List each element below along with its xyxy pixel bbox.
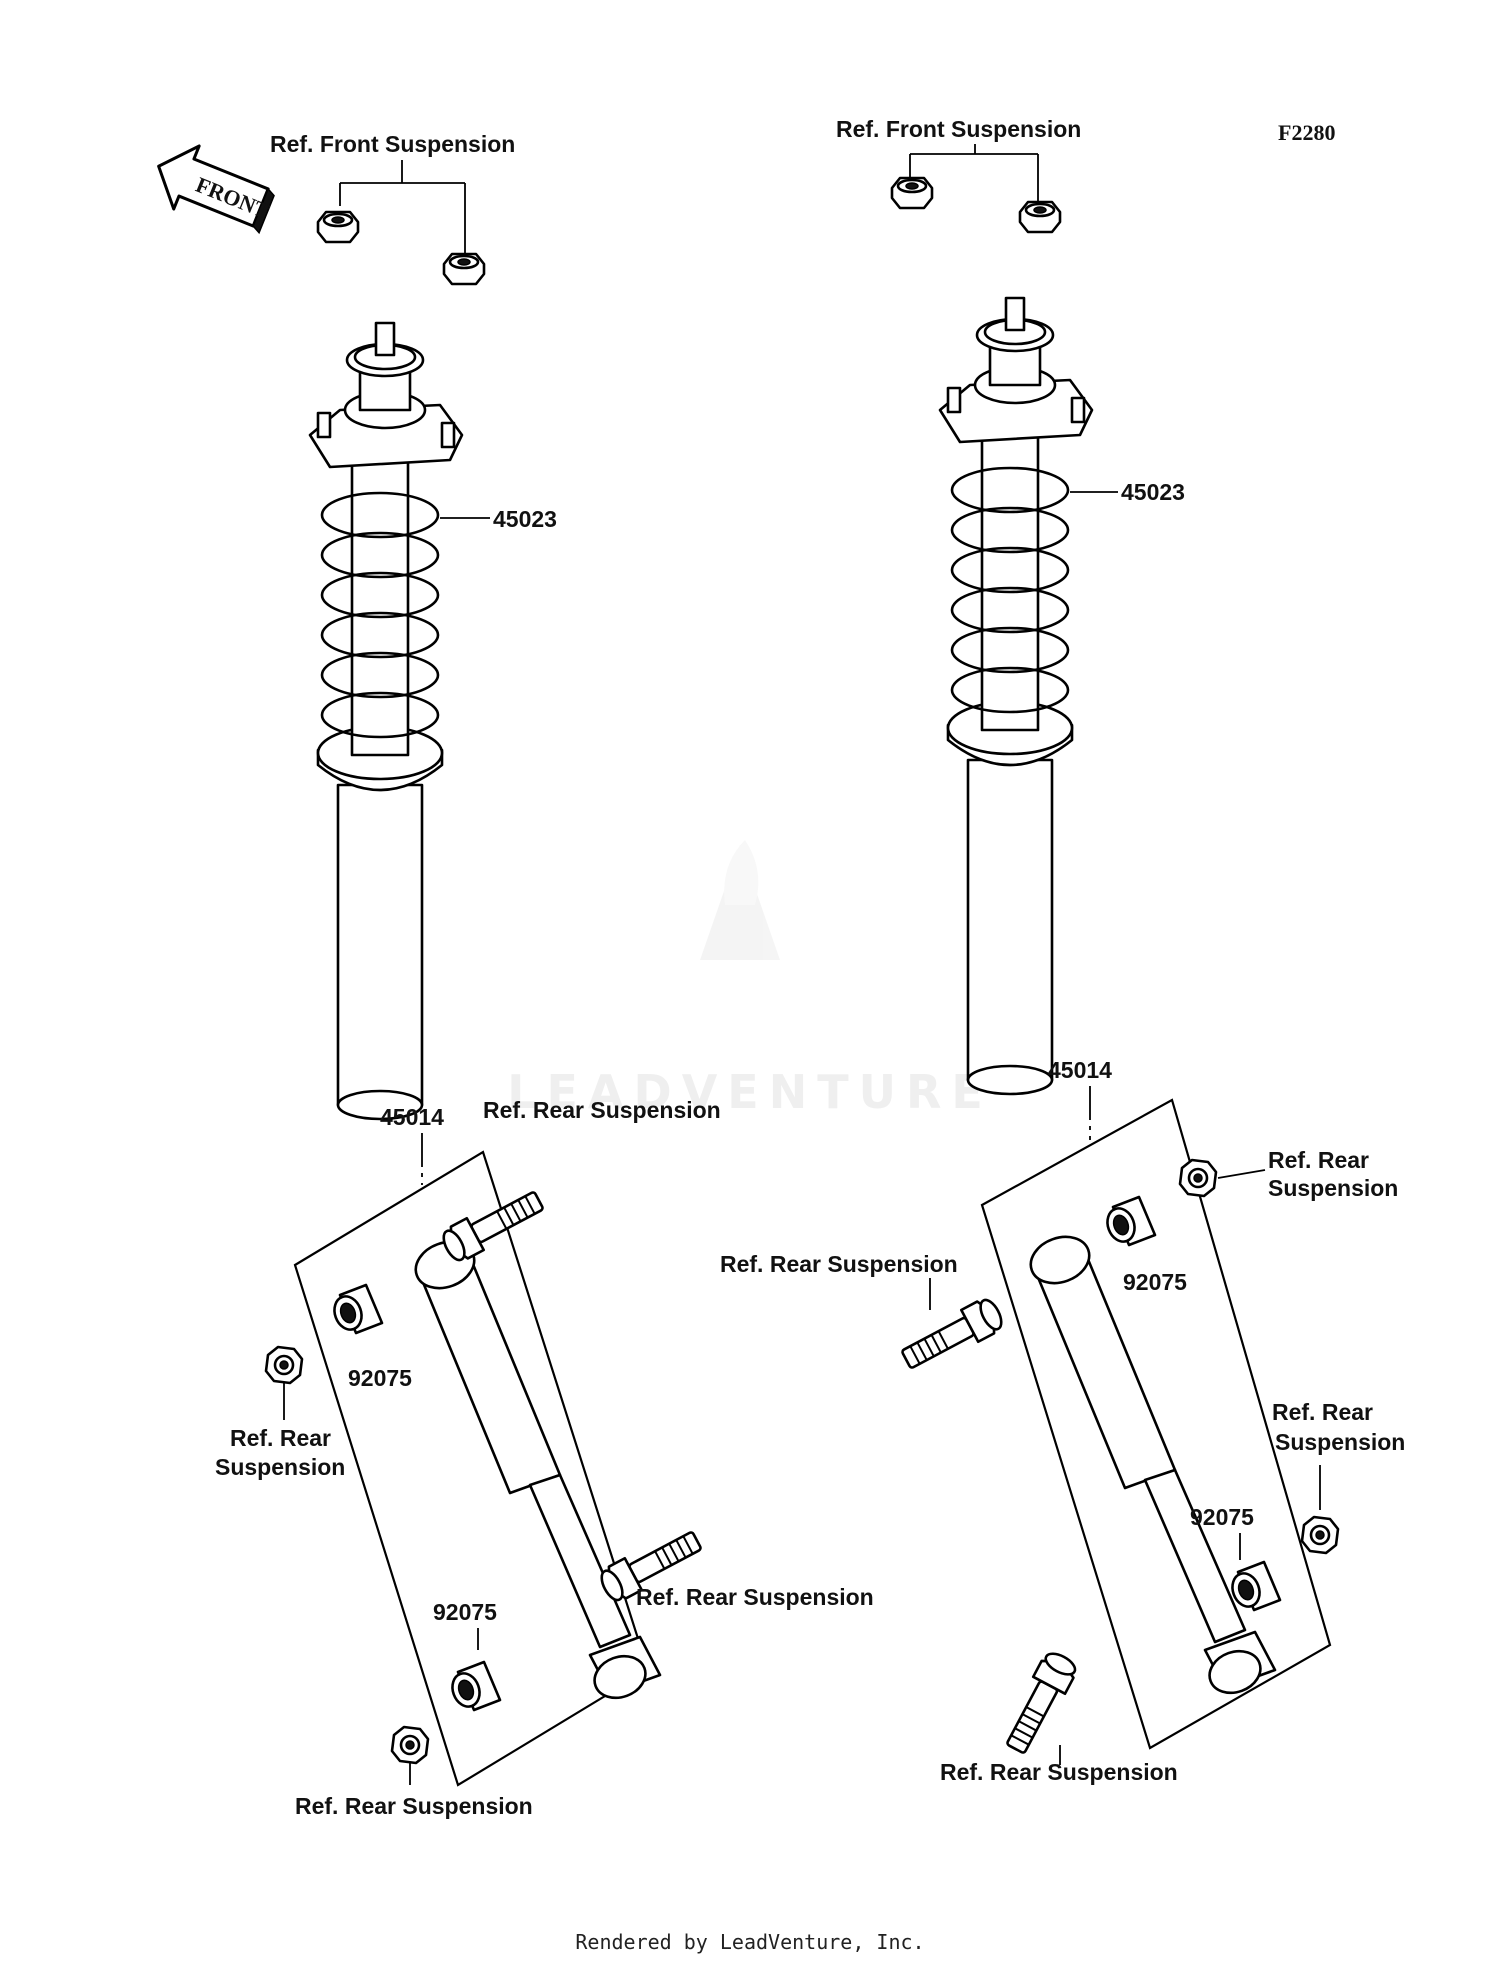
rear-susp-label-top-right-1: Ref. Rear [1268, 1147, 1369, 1173]
footer-credit: Rendered by LeadVenture, Inc. [575, 1930, 925, 1954]
watermark-logo [700, 840, 780, 960]
rear-susp-label-mid-left: Ref. Rear Suspension [636, 1584, 874, 1610]
front-susp-label-right: Ref. Front Suspension [836, 116, 1081, 142]
rear-susp-label-top-right-2: Suspension [1268, 1175, 1398, 1201]
rear-susp-label-center: Ref. Rear Suspension [720, 1251, 958, 1277]
front-susp-label-left: Ref. Front Suspension [270, 131, 515, 157]
part-number-45014-right: 45014 [1048, 1057, 1112, 1083]
front-arrow-icon: FRONT [157, 144, 275, 235]
part-number-92075-right-top: 92075 [1123, 1269, 1187, 1295]
bushing-92075-left-top [328, 1283, 384, 1335]
bolt-top-left [437, 1183, 549, 1267]
shock-panel-right [980, 1098, 1332, 1750]
nut-rear-right-mid [1300, 1515, 1340, 1555]
nut-right-b [1018, 200, 1062, 234]
rear-susp-label-top-left: Ref. Rear Suspension [483, 1097, 721, 1123]
figure-code: F2280 [1278, 120, 1335, 145]
rear-susp-label-bottom-left: Ref. Rear Suspension [295, 1793, 533, 1819]
nut-left-a [316, 210, 360, 244]
rear-susp-label-mid-right-1: Ref. Rear [1272, 1399, 1373, 1425]
rear-susp-label-side-left-1: Ref. Rear [230, 1425, 331, 1451]
part-number-45023-right: 45023 [1121, 479, 1185, 505]
part-number-45023-left: 45023 [493, 506, 557, 532]
rear-susp-label-mid-right-2: Suspension [1275, 1429, 1405, 1455]
rear-susp-label-side-left-2: Suspension [215, 1454, 345, 1480]
bolt-center-right [896, 1293, 1008, 1377]
leader-line [339, 160, 466, 255]
nut-right-a [890, 176, 934, 210]
nut-rear-right-top [1178, 1158, 1218, 1198]
strut-assembly-left [308, 321, 464, 1121]
bushing-92075-right-bottom [1226, 1560, 1282, 1612]
shock-absorber-left [407, 1232, 662, 1706]
rear-susp-label-bottom-right: Ref. Rear Suspension [940, 1759, 1178, 1785]
nut-rear-left-bottom [390, 1725, 430, 1765]
part-number-92075-left-bottom: 92075 [433, 1599, 497, 1625]
part-number-92075-left-top: 92075 [348, 1365, 412, 1391]
watermark-text: LEADVENTURE [507, 1065, 993, 1119]
strut-assembly-right [938, 296, 1094, 1096]
nut-rear-left-side [264, 1345, 304, 1385]
bushing-92075-right-top [1101, 1195, 1157, 1247]
bushing-92075-left-bottom [446, 1660, 502, 1712]
part-number-45014-left: 45014 [380, 1104, 444, 1130]
leader-line [909, 144, 1039, 205]
bolt-bottom-right [998, 1647, 1082, 1759]
leader-line [1217, 1169, 1266, 1179]
part-number-92075-right-bottom: 92075 [1190, 1504, 1254, 1530]
nut-left-b [442, 252, 486, 286]
